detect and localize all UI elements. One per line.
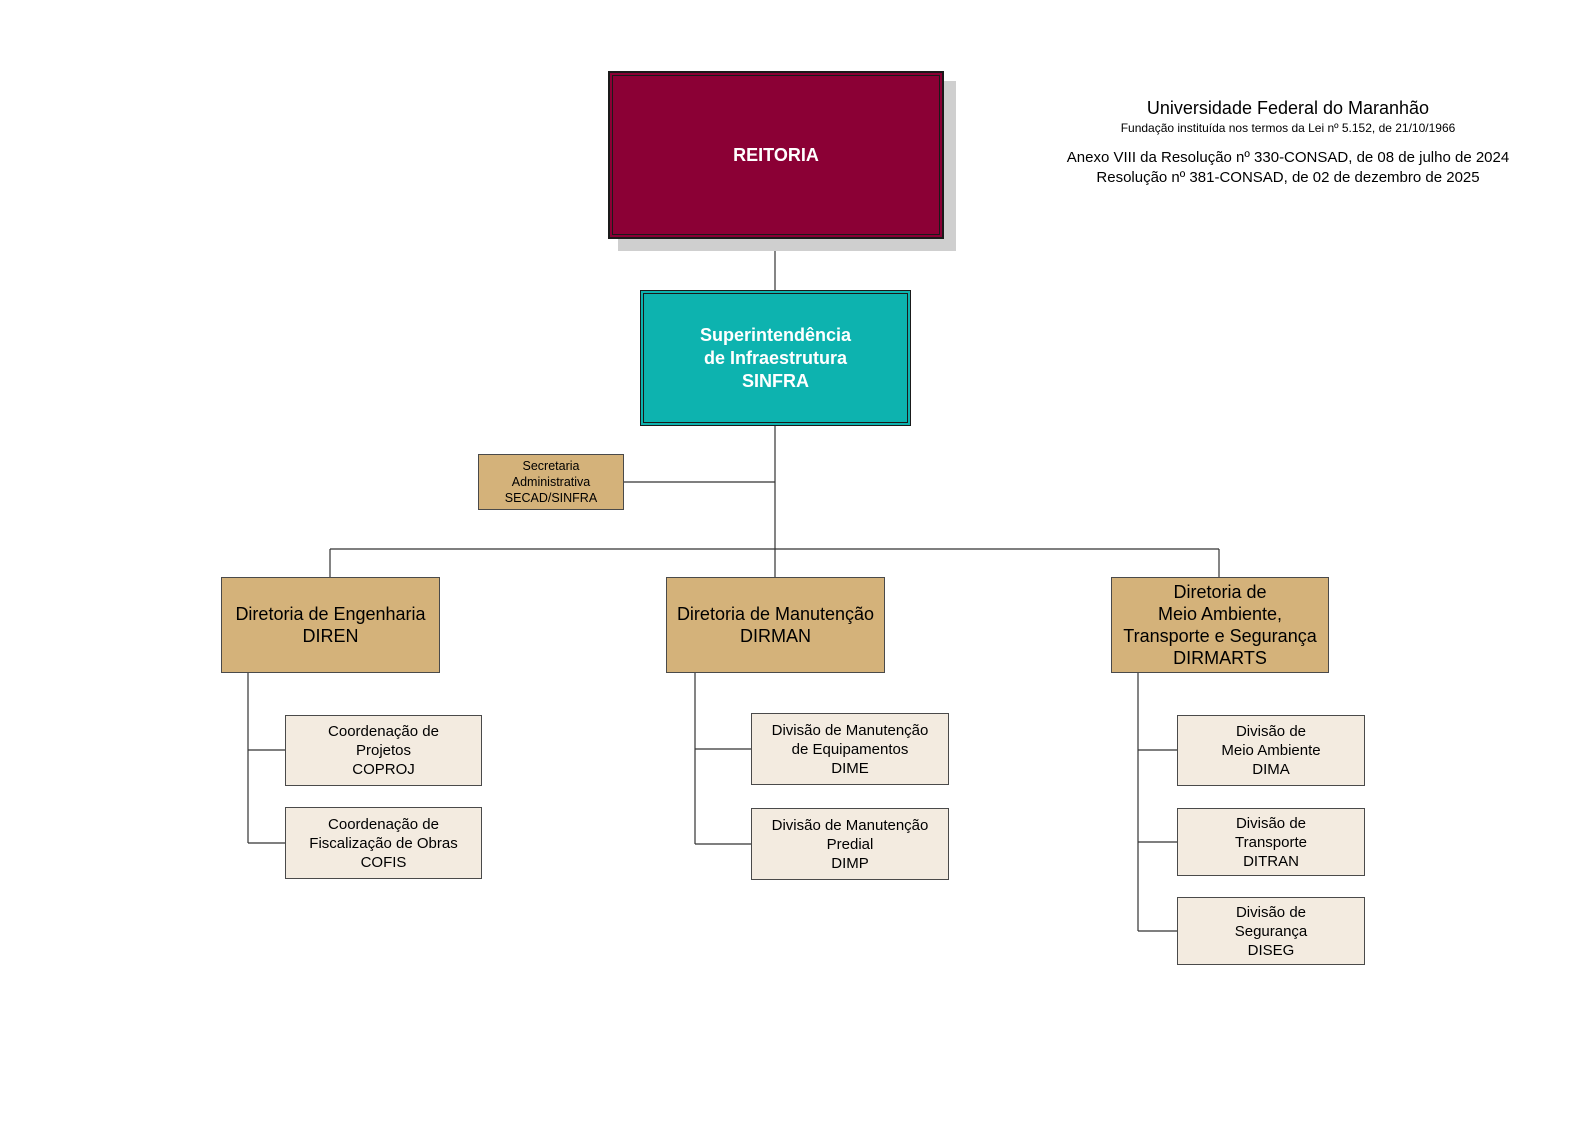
university-name: Universidade Federal do Maranhão [1146, 98, 1430, 118]
secad-acronym: SECAD/SINFRA [504, 491, 598, 505]
resolution-reference: Resolução nº 381-CONSAD, de 02 de dezemb… [1096, 169, 1480, 186]
dirmarts-line1: Diretoria de [1173, 582, 1267, 602]
dimp-line2: Predial [826, 835, 874, 853]
dirmarts-acronym: DIRMARTS [1173, 648, 1267, 668]
secad-line1: Secretaria [522, 459, 580, 473]
cofis-line2: Fiscalização de Obras [309, 834, 458, 852]
diren-box: Diretoria de Engenharia DIREN [221, 577, 440, 673]
ditran-line1: Divisão de [1235, 814, 1307, 832]
coproj-box: Coordenação de Projetos COPROJ [285, 715, 482, 786]
dimp-acronym: DIMP [831, 854, 869, 872]
coproj-line2: Projetos [355, 742, 412, 759]
diseg-box: Divisão de Segurança DISEG [1177, 897, 1365, 965]
ditran-line2: Transporte [1235, 833, 1307, 851]
reitoria-box: REITORIA [608, 71, 944, 239]
dirmarts-line2: Meio Ambiente, [1157, 604, 1283, 624]
dima-line1: Divisão de [1235, 723, 1307, 740]
dime-line1: Divisão de Manutenção [771, 721, 929, 739]
dirmarts-line3: Transporte e Segurança [1123, 626, 1317, 646]
dirman-line1: Diretoria de Manutenção [676, 604, 875, 624]
dime-box: Divisão de Manutenção de Equipamentos DI… [751, 713, 949, 785]
diseg-line2: Segurança [1234, 922, 1308, 940]
dima-acronym: DIMA [1252, 761, 1290, 778]
coproj-acronym: COPROJ [352, 761, 415, 778]
dimp-line1: Divisão de Manutenção [771, 816, 929, 834]
diren-acronym: DIREN [302, 626, 359, 646]
secad-line2: Administrativa [511, 475, 591, 489]
dima-line2: Meio Ambiente [1221, 742, 1321, 759]
reitoria-label: REITORIA [733, 144, 819, 165]
sinfra-line2: de Infraestrutura [703, 347, 848, 368]
dirman-box: Diretoria de Manutenção DIRMAN [666, 577, 885, 673]
dime-line2: de Equipamentos [791, 740, 909, 758]
cofis-box: Coordenação de Fiscalização de Obras COF… [285, 807, 482, 879]
sinfra-box: Superintendência de Infraestrutura SINFR… [640, 290, 911, 426]
sinfra-line1: Superintendência [699, 324, 852, 345]
dirman-acronym: DIRMAN [740, 626, 811, 646]
foundation-note: Fundação instituída nos termos da Lei nº… [1120, 121, 1456, 135]
sinfra-acronym: SINFRA [742, 370, 809, 391]
ditran-box: Divisão de Transporte DITRAN [1177, 808, 1365, 876]
cofis-acronym: COFIS [360, 853, 407, 871]
document-header: Universidade Federal do Maranhão Fundaçã… [1040, 96, 1536, 188]
dime-acronym: DIME [831, 759, 869, 777]
ditran-acronym: DITRAN [1243, 852, 1299, 870]
coproj-line1: Coordenação de [328, 723, 439, 740]
annex-reference: Anexo VIII da Resolução nº 330-CONSAD, d… [1066, 149, 1510, 166]
secad-box: Secretaria Administrativa SECAD/SINFRA [478, 454, 624, 510]
dimp-box: Divisão de Manutenção Predial DIMP [751, 808, 949, 880]
diseg-acronym: DISEG [1247, 941, 1295, 959]
dirmarts-box: Diretoria de Meio Ambiente, Transporte e… [1111, 577, 1329, 673]
dima-box: Divisão de Meio Ambiente DIMA [1177, 715, 1365, 786]
cofis-line1: Coordenação de [328, 815, 439, 833]
diseg-line1: Divisão de [1235, 903, 1307, 921]
diren-line1: Diretoria de Engenharia [235, 604, 426, 624]
